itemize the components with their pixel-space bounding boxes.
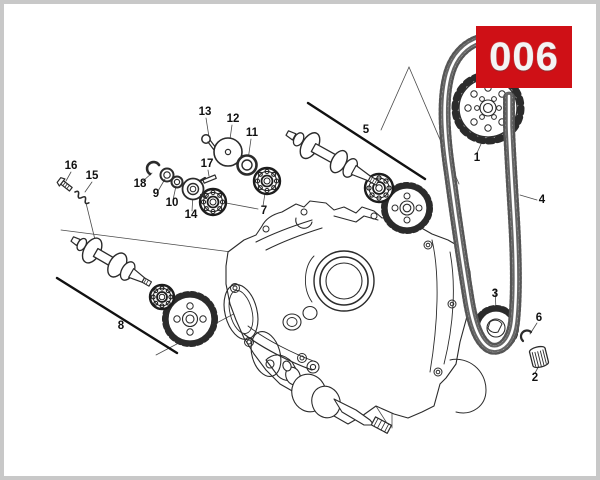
crankshaft xyxy=(265,354,487,434)
page-number-text: 006 xyxy=(489,35,559,79)
small-parts xyxy=(145,134,258,201)
camshaft-left xyxy=(70,236,153,287)
camshaft-top xyxy=(285,130,380,186)
bracket-lines xyxy=(55,101,427,355)
cam-sprocket-right xyxy=(381,182,433,234)
engine-timing-diagram xyxy=(55,34,550,434)
screw-and-spring xyxy=(56,177,90,205)
crankcase-block xyxy=(223,200,473,425)
tensioner-and-clip xyxy=(519,329,550,369)
page-number-badge: 006 xyxy=(476,26,572,88)
timing-chain xyxy=(438,34,522,355)
cam-sprocket-left xyxy=(162,291,218,347)
bearings xyxy=(148,166,395,311)
